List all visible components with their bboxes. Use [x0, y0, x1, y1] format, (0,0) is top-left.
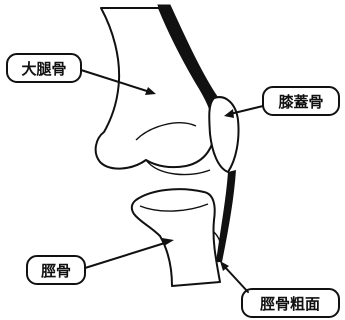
joint-line — [145, 159, 211, 176]
tibial-tuberosity-label: 脛骨粗面 — [260, 295, 320, 313]
tibial-tuberosity-arrowhead — [220, 261, 229, 271]
tibia-bone — [130, 188, 221, 287]
patella-arrowhead — [224, 109, 234, 118]
tibia-callout: 脛骨 — [26, 238, 174, 285]
tibial-tuberosity-callout: 脛骨粗面 — [220, 261, 340, 318]
femur-leader — [80, 69, 151, 93]
patella-label: 膝蓋骨 — [278, 93, 323, 111]
patella-bone — [208, 96, 240, 173]
patella-leader — [229, 105, 264, 115]
femur-callout: 大腿骨 — [6, 53, 156, 95]
tibial-plateau-contour — [139, 203, 209, 212]
patellar-ligament — [216, 170, 236, 262]
tibia-label-box — [26, 255, 86, 285]
femur-arrowhead — [145, 87, 156, 95]
patella-callout: 膝蓋骨 — [224, 86, 340, 118]
femur-label-box — [6, 53, 82, 83]
tibial-tuberosity-leader — [223, 265, 249, 293]
tibial-tuberosity-bump — [213, 231, 223, 263]
femur-bone — [94, 7, 216, 170]
tibia-leader — [84, 241, 169, 269]
tibia-label: 脛骨 — [41, 262, 71, 280]
femur-label: 大腿骨 — [21, 60, 66, 78]
patella-label-box — [262, 86, 340, 116]
femur-condyle-contour — [135, 122, 197, 141]
tibia-arrowhead — [162, 238, 174, 246]
tibial-tuberosity-label-box — [241, 288, 340, 318]
